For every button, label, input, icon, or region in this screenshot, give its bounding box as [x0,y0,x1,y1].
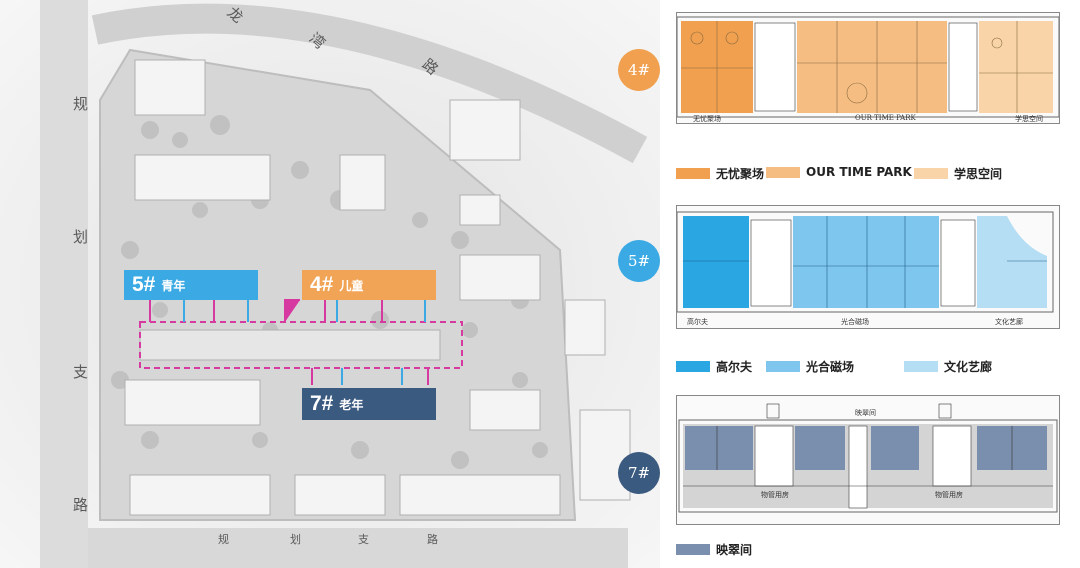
road-bottom-char-1: 规 [218,533,229,546]
plan-4-svg [677,16,1059,118]
plan-4-legend-label-2: OUR TIME PARK [806,165,912,179]
plan-4-legend-swatch-3 [914,168,948,179]
plan-5-room-label-1: 高尔夫 [687,318,708,326]
plan-4-legend-item-3: 学思空间 [914,165,1002,182]
plan-7-room-label-3: 物管用房 [935,491,963,499]
site-plan: 龙 湾 路 规 划 支 路 规 划 支 路 5# 青年 4# 儿童 7# 老年 [0,0,660,568]
plan-7-room-label-1: 映翠间 [855,409,876,417]
building-7-tag[interactable]: 7# 老年 [302,388,436,420]
road-bottom-char-2: 划 [290,533,301,546]
plan-4-drawing: 无忧聚场 OUR TIME PARK 学思空间 [676,12,1060,124]
plan-7-room-label-2: 物管用房 [761,491,789,499]
plan-5-room-label-3: 文化艺廊 [995,318,1023,326]
plan-7-badge: 7# [618,452,660,494]
plan-5-legend-label-1: 高尔夫 [716,360,753,374]
road-left-char-2: 划 [73,228,89,246]
building-5-tag[interactable]: 5# 青年 [124,270,258,300]
plan-5-legend-item-3: 文化艺廊 [904,358,992,375]
plan-4-legend-swatch-1 [676,168,710,179]
plan-4-legend-label-3: 学思空间 [954,167,1003,181]
building-7-number: 7# [310,392,334,415]
building-5-age-group: 青年 [161,278,186,293]
road-left-char-1: 规 [73,95,89,113]
plan-5-legend-swatch-3 [904,361,938,372]
building-4-number: 4# [310,273,334,296]
road-left-char-4: 路 [73,496,89,514]
road-left-char-3: 支 [73,363,89,381]
plan-7-svg [678,403,1058,513]
road-bottom-char-3: 支 [358,533,369,546]
road-bottom-char-4: 路 [427,533,438,546]
plan-7-legend-swatch-1 [676,544,710,555]
plan-7-legend-label-1: 映翠间 [716,543,753,557]
plan-5-legend-label-2: 光合磁场 [806,360,855,374]
plan-4-legend-swatch-2 [766,166,800,178]
plan-5-legend-label-3: 文化艺廊 [944,360,993,374]
plan-4-badge: 4# [618,49,660,91]
plan-5-legend-swatch-2 [766,361,800,372]
plan-4-legend-label-1: 无忧聚场 [716,167,765,181]
plan-7-drawing: 映翠间 物管用房 物管用房 [676,395,1060,525]
plan-4-legend-item-1: 无忧聚场 [676,165,764,182]
plan-4-legend-item-2: OUR TIME PARK [766,165,912,179]
plan-5-legend-swatch-1 [676,361,710,372]
plan-4-room-label-3: 学思空间 [1015,115,1043,123]
plan-7-legend-item-1: 映翠间 [676,541,752,558]
building-5-number: 5# [132,273,156,296]
plan-5-legend-item-2: 光合磁场 [766,358,854,375]
plan-4-room-label-1: 无忧聚场 [693,115,721,123]
plan-5-badge: 5# [618,240,660,282]
plan-5-svg [677,211,1054,313]
plan-4-room-label-2: OUR TIME PARK [855,114,916,122]
plan-5-drawing: 高尔夫 光合磁场 文化艺廊 [676,205,1060,329]
building-7-age-group: 老年 [339,397,364,412]
plan-5-legend-item-1: 高尔夫 [676,358,752,375]
plan-5-room-label-2: 光合磁场 [841,318,869,326]
building-4-age-group: 儿童 [339,278,364,293]
building-4-tag[interactable]: 4# 儿童 [302,270,436,300]
